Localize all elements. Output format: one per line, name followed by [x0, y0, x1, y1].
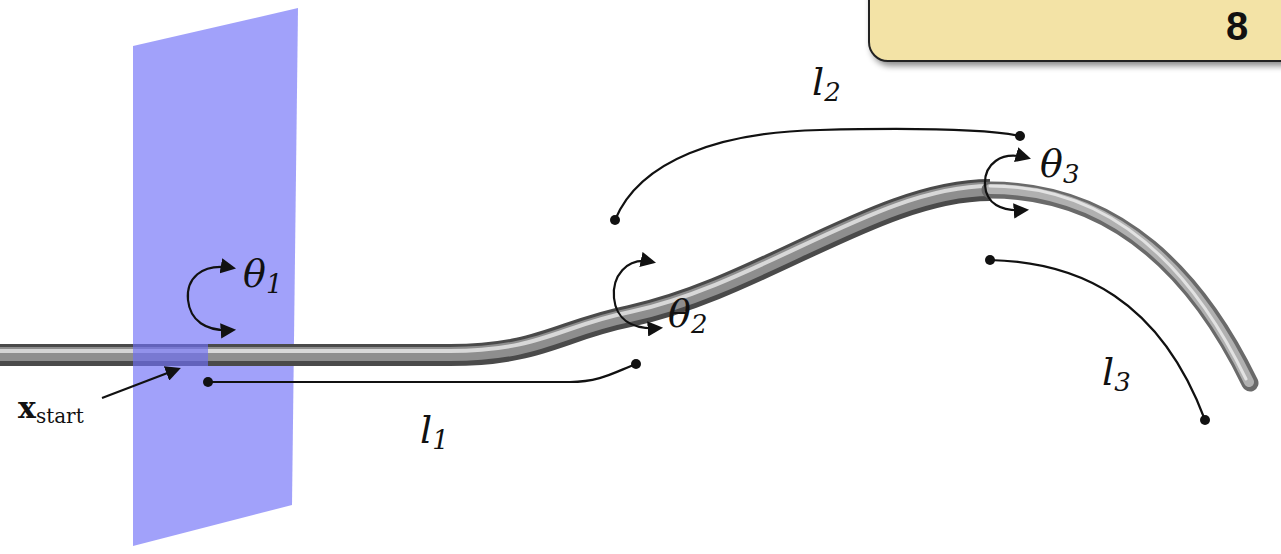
- label-holder: l3: [1102, 350, 1131, 398]
- length-label: l1: [420, 408, 449, 456]
- length-label: l3: [1102, 350, 1131, 398]
- rotation-arrows: [188, 156, 1028, 330]
- label-holder: l1: [420, 408, 449, 456]
- label-holder: θ3: [1040, 142, 1079, 190]
- angle-label: θ3: [1040, 142, 1079, 190]
- label-holder: xstart: [18, 390, 84, 428]
- point-label: xstart: [18, 390, 84, 428]
- label-holder: θ2: [668, 292, 707, 340]
- slide-number: 8: [1226, 6, 1281, 46]
- bracket-dots: [203, 131, 1210, 425]
- label-holder: l2: [812, 60, 841, 108]
- length-label: l2: [812, 60, 841, 108]
- label-holder: θ1: [243, 252, 282, 300]
- angle-label: θ2: [668, 292, 707, 340]
- slide-number-box: 8: [868, 0, 1281, 62]
- length-brackets: [102, 129, 1205, 420]
- start-plane: [133, 8, 298, 546]
- angle-label: θ1: [243, 252, 282, 300]
